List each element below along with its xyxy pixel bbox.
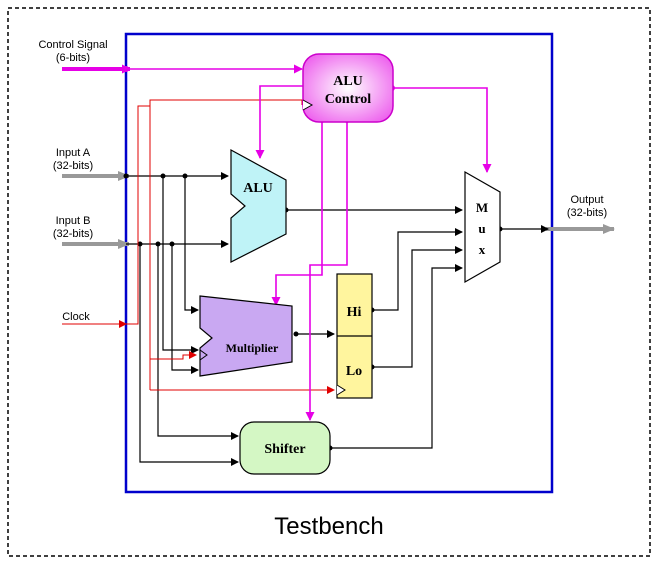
hi-lo-register: Hi Lo — [336, 273, 373, 399]
clock-label: Clock — [62, 311, 90, 323]
dut-box — [124, 32, 554, 494]
input-a-width: (32-bits) — [53, 160, 93, 172]
input-b-label: Input B — [56, 215, 91, 227]
lo-label: Lo — [346, 364, 362, 379]
multiplier-label: Multiplier — [226, 341, 279, 355]
multiplier-block: Multiplier — [199, 295, 293, 377]
mux-block: M u x — [464, 170, 501, 284]
input-b-width: (32-bits) — [53, 228, 93, 240]
output-width: (32-bits) — [567, 207, 607, 219]
mux-label-x: x — [479, 242, 486, 257]
input-a-label: Input A — [56, 147, 91, 159]
alu-block: ALU — [230, 148, 287, 263]
hi-label: Hi — [347, 305, 362, 320]
alu-control-block: ALU Control — [302, 53, 394, 123]
alu-control-label-2: Control — [325, 92, 372, 107]
testbench-title: Testbench — [274, 513, 383, 540]
control-signal-width: (6-bits) — [56, 52, 90, 64]
output-label: Output — [570, 194, 603, 206]
mux-label-m: M — [476, 200, 488, 215]
alu-control-label-1: ALU — [333, 74, 363, 89]
shifter-block: Shifter — [239, 421, 331, 475]
shifter-label: Shifter — [264, 442, 305, 457]
mux-label-u: u — [478, 221, 485, 236]
control-signal-label: Control Signal — [38, 39, 107, 51]
alu-label: ALU — [243, 181, 273, 196]
